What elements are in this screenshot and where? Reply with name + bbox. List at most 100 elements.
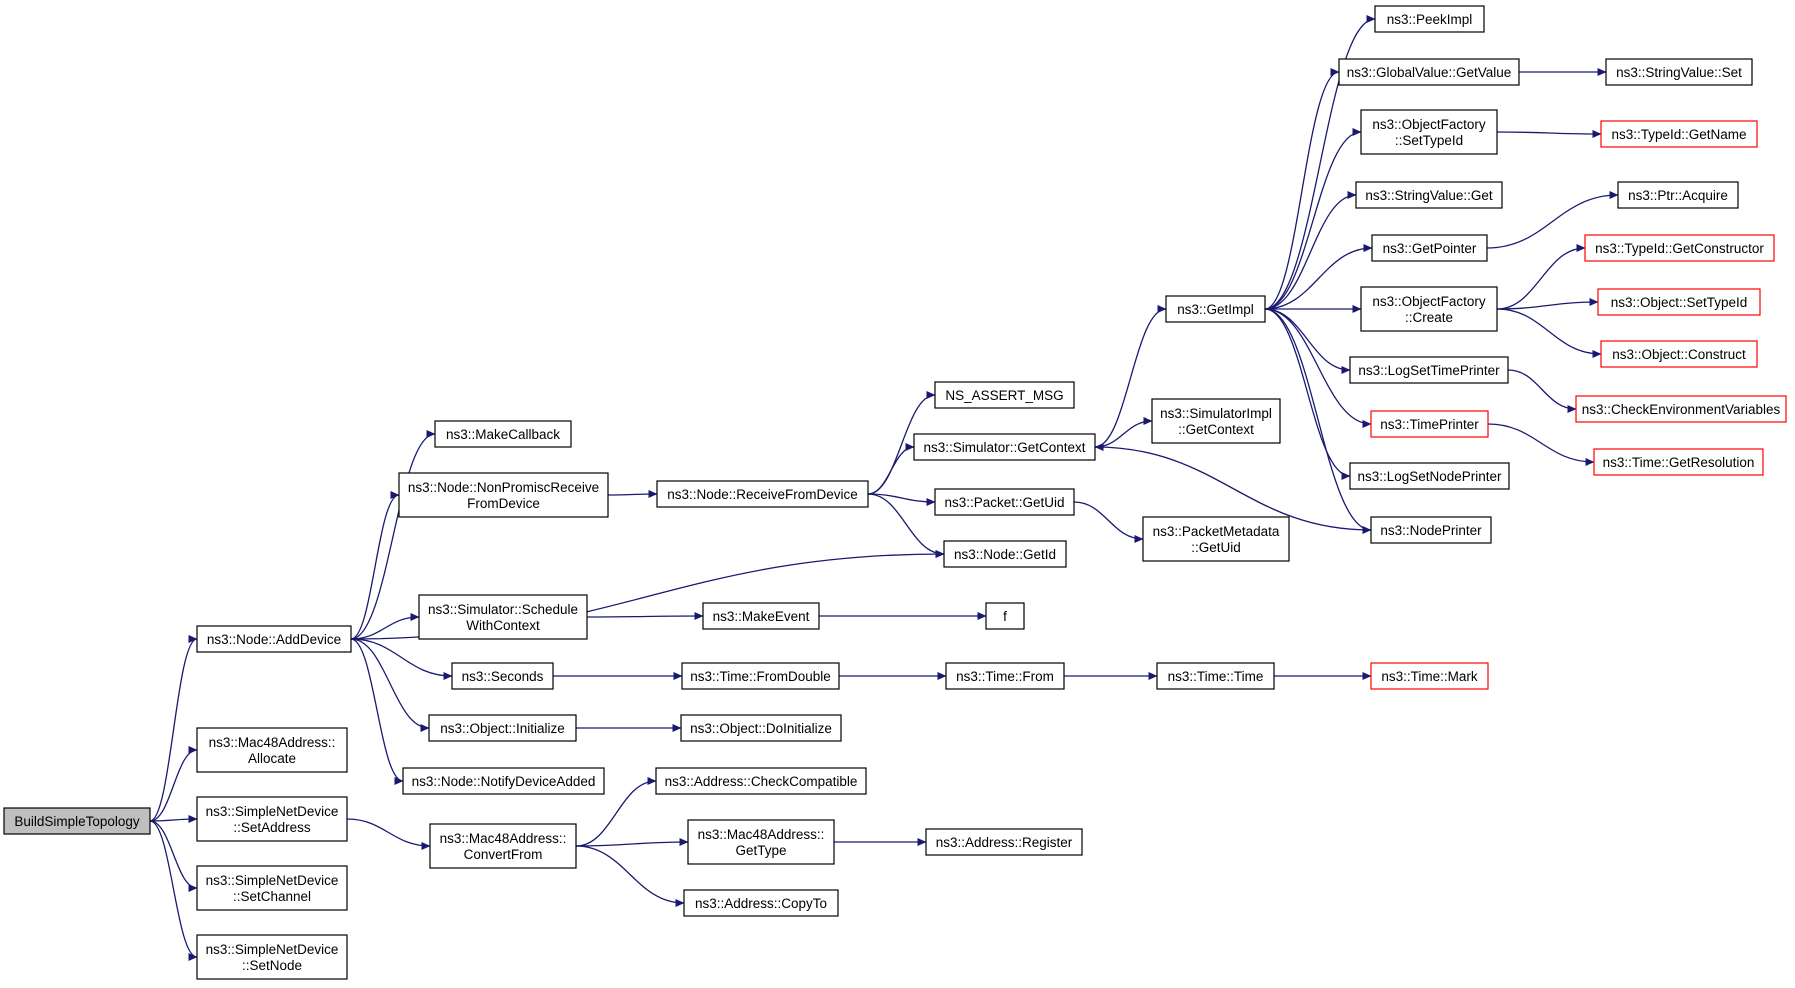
node-box	[1370, 662, 1489, 690]
node-simImplCtx[interactable]: ns3::SimulatorImpl::GetContext	[1151, 398, 1281, 444]
node-tidGetName[interactable]: ns3::TypeId::GetName	[1600, 120, 1758, 148]
edge-ofCreate-to-objSetTid	[1496, 297, 1599, 310]
node-box	[1371, 234, 1488, 262]
edge-scheduleCtx-to-makeEvent	[586, 611, 704, 621]
node-box	[196, 865, 348, 911]
node-timePrinter[interactable]: ns3::TimePrinter	[1370, 410, 1489, 438]
node-label: ::SetNode	[242, 958, 302, 973]
node-assertMsg[interactable]: NS_ASSERT_MSG	[934, 381, 1075, 409]
node-setAddress[interactable]: ns3::SimpleNetDevice::SetAddress	[196, 796, 348, 842]
node-receiveFrom[interactable]: ns3::Node::ReceiveFromDevice	[656, 480, 869, 508]
node-seconds[interactable]: ns3::Seconds	[451, 662, 554, 690]
edge-convertFrom-to-copyTo	[575, 845, 685, 908]
node-box	[683, 889, 839, 917]
node-objSetTid[interactable]: ns3::Object::SetTypeId	[1597, 288, 1761, 316]
node-box	[943, 540, 1067, 568]
node-logSetNode[interactable]: ns3::LogSetNodePrinter	[1349, 462, 1510, 490]
node-box	[418, 594, 588, 640]
edge-getImpl-to-logSetNode	[1264, 308, 1351, 481]
node-label: ::Create	[1405, 310, 1453, 325]
node-label: ns3::MakeEvent	[713, 609, 810, 624]
edge-nodePrinter-to-getContext	[1094, 442, 1372, 531]
node-checkCompat[interactable]: ns3::Address::CheckCompatible	[655, 767, 867, 795]
node-label: GetType	[735, 843, 786, 858]
edge-getImpl-to-getPointer	[1264, 243, 1373, 310]
node-fromDouble[interactable]: ns3::Time::FromDouble	[681, 662, 840, 690]
node-label: ::SetTypeId	[1395, 133, 1463, 148]
node-fFunc[interactable]: f	[985, 602, 1025, 630]
node-svGet[interactable]: ns3::StringValue::Get	[1355, 181, 1503, 209]
node-nodeGetId[interactable]: ns3::Node::GetId	[943, 540, 1067, 568]
node-ofSetTypeId[interactable]: ns3::ObjectFactory::SetTypeId	[1360, 109, 1498, 155]
node-label: ns3::Mac48Address::	[698, 827, 825, 842]
node-macGetType[interactable]: ns3::Mac48Address::GetType	[687, 819, 835, 865]
node-label: ns3::PacketMetadata	[1153, 524, 1280, 539]
node-box	[913, 433, 1096, 461]
node-macAlloc[interactable]: ns3::Mac48Address::Allocate	[196, 727, 348, 773]
node-label: ns3::GlobalValue::GetValue	[1347, 65, 1512, 80]
node-label: f	[1003, 609, 1007, 624]
node-label: ConvertFrom	[464, 847, 543, 862]
node-timeTime[interactable]: ns3::Time::Time	[1156, 662, 1275, 690]
node-box	[680, 714, 842, 742]
node-objInit[interactable]: ns3::Object::Initialize	[428, 714, 577, 742]
node-timeFrom[interactable]: ns3::Time::From	[945, 662, 1065, 690]
node-label: ns3::Node::AddDevice	[207, 632, 341, 647]
edge-getImpl-to-svGet	[1264, 190, 1357, 310]
node-box	[1370, 516, 1492, 544]
node-box	[398, 472, 609, 518]
edge-nonPromisc-to-receiveFrom	[607, 489, 658, 499]
edge-convertFrom-to-macGetType	[575, 837, 689, 847]
node-tidGetCtor[interactable]: ns3::TypeId::GetConstructor	[1584, 234, 1775, 262]
node-getPointer[interactable]: ns3::GetPointer	[1371, 234, 1488, 262]
edge-getContext-to-getImpl	[1094, 304, 1167, 448]
node-doInit[interactable]: ns3::Object::DoInitialize	[680, 714, 842, 742]
node-box	[655, 767, 867, 795]
node-setNode[interactable]: ns3::SimpleNetDevice::SetNode	[196, 934, 348, 980]
node-box	[1617, 181, 1739, 209]
node-getContext[interactable]: ns3::Simulator::GetContext	[913, 433, 1096, 461]
node-label: ns3::Time::From	[956, 669, 1054, 684]
node-pktGetUid[interactable]: ns3::Packet::GetUid	[934, 488, 1075, 516]
node-gvGetValue[interactable]: ns3::GlobalValue::GetValue	[1338, 58, 1520, 86]
node-box	[1593, 448, 1764, 476]
node-notifyAdded[interactable]: ns3::Node::NotifyDeviceAdded	[402, 767, 605, 795]
node-svSet[interactable]: ns3::StringValue::Set	[1605, 58, 1753, 86]
node-makeCallback[interactable]: ns3::MakeCallback	[434, 420, 572, 448]
edge-root-to-setChannel	[149, 820, 198, 893]
node-getResolution[interactable]: ns3::Time::GetResolution	[1593, 448, 1764, 476]
edge-getImpl-to-peekImpl	[1264, 15, 1376, 310]
node-label: ns3::Node::ReceiveFromDevice	[667, 487, 858, 502]
node-root[interactable]: BuildSimpleTopology	[3, 807, 151, 835]
node-label: ns3::Time::Mark	[1381, 669, 1478, 684]
node-pmGetUid[interactable]: ns3::PacketMetadata::GetUid	[1142, 516, 1290, 562]
node-setChannel[interactable]: ns3::SimpleNetDevice::SetChannel	[196, 865, 348, 911]
node-convertFrom[interactable]: ns3::Mac48Address::ConvertFrom	[429, 823, 577, 869]
node-box	[196, 727, 348, 773]
node-ofCreate[interactable]: ns3::ObjectFactory::Create	[1360, 286, 1498, 332]
node-logSetTime[interactable]: ns3::LogSetTimePrinter	[1349, 356, 1509, 384]
edge-receiveFrom-to-getContext	[867, 442, 915, 495]
node-box	[428, 714, 577, 742]
node-box	[1360, 286, 1498, 332]
node-register[interactable]: ns3::Address::Register	[925, 828, 1083, 856]
node-label: ns3::Address::CheckCompatible	[665, 774, 858, 789]
node-label: ns3::SimulatorImpl	[1160, 406, 1272, 421]
node-label: ns3::TypeId::GetName	[1611, 127, 1746, 142]
node-nodePrinter[interactable]: ns3::NodePrinter	[1370, 516, 1492, 544]
node-getImpl[interactable]: ns3::GetImpl	[1165, 295, 1266, 323]
node-copyTo[interactable]: ns3::Address::CopyTo	[683, 889, 839, 917]
node-label: ns3::Address::Register	[936, 835, 1073, 850]
node-objConstruct[interactable]: ns3::Object::Construct	[1600, 340, 1758, 368]
node-checkEnv[interactable]: ns3::CheckEnvironmentVariables	[1575, 395, 1787, 423]
node-makeEvent[interactable]: ns3::MakeEvent	[702, 602, 820, 630]
node-ptrAcquire[interactable]: ns3::Ptr::Acquire	[1617, 181, 1739, 209]
node-box	[429, 823, 577, 869]
node-label: ::GetUid	[1191, 540, 1241, 555]
node-addDevice[interactable]: ns3::Node::AddDevice	[196, 625, 352, 653]
nodes: BuildSimpleTopologyns3::Node::AddDevicen…	[3, 5, 1787, 980]
node-peekImpl[interactable]: ns3::PeekImpl	[1374, 5, 1485, 33]
node-timeMark[interactable]: ns3::Time::Mark	[1370, 662, 1489, 690]
